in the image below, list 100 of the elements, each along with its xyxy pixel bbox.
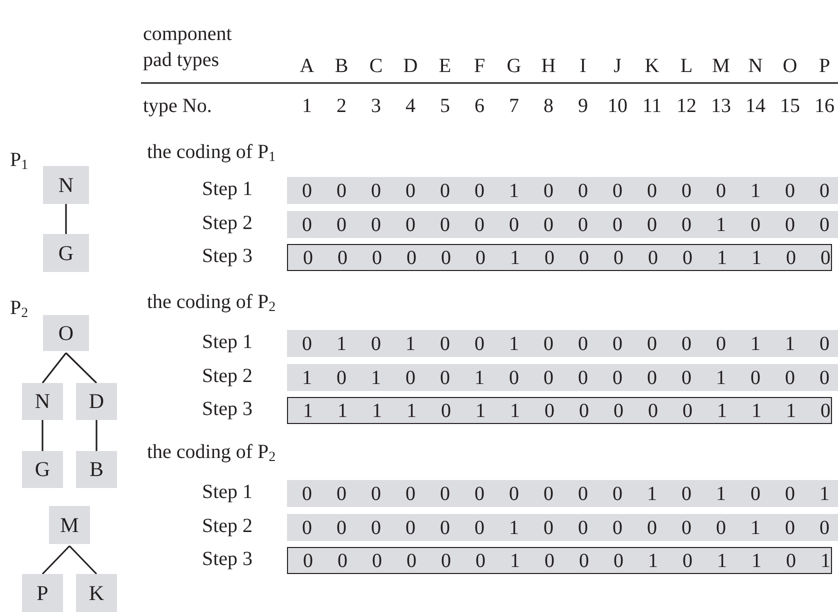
- tree-node-box: P: [22, 574, 63, 612]
- code-digit: 1: [820, 550, 830, 570]
- tree-node-box: G: [43, 234, 89, 272]
- code-digit: 0: [647, 518, 657, 538]
- code-digit: 0: [440, 214, 450, 234]
- tree-node-box: M: [49, 506, 90, 544]
- code-digit: 0: [440, 334, 450, 354]
- code-digit: 0: [509, 368, 519, 388]
- code-digit: 0: [474, 518, 484, 538]
- step-label: Step 1: [202, 332, 253, 352]
- pad-type-letter: A: [300, 56, 314, 76]
- pad-type-letter: K: [644, 56, 660, 76]
- code-digit: 0: [682, 248, 692, 268]
- code-digit: 1: [406, 334, 416, 354]
- code-digit: 1: [716, 484, 726, 504]
- framed-code-row: [287, 397, 832, 424]
- code-digit: 0: [509, 484, 519, 504]
- code-digit: 0: [579, 550, 589, 570]
- code-digit: 0: [750, 368, 760, 388]
- code-digit: 1: [716, 368, 726, 388]
- code-digit: 0: [474, 180, 484, 200]
- code-digit: 1: [510, 550, 520, 570]
- tree-node-box: G: [22, 451, 63, 488]
- code-digit: 0: [338, 248, 348, 268]
- code-digit: 1: [786, 400, 796, 420]
- step-label: Step 3: [202, 549, 253, 569]
- tree-title: P$_{1}$: [10, 150, 28, 170]
- pad-type-letter: D: [403, 56, 418, 76]
- code-digit: 0: [647, 334, 657, 354]
- code-digit: 1: [752, 248, 762, 268]
- code-digit: 0: [372, 248, 382, 268]
- code-digit: 0: [785, 368, 795, 388]
- code-digit: 0: [441, 550, 451, 570]
- code-row-bar: [287, 480, 838, 507]
- code-digit: 0: [476, 248, 486, 268]
- code-digit: 0: [440, 484, 450, 504]
- code-digit: 0: [474, 334, 484, 354]
- code-digit: 0: [578, 368, 588, 388]
- code-digit: 1: [509, 518, 519, 538]
- code-digit: 0: [612, 484, 622, 504]
- code-digit: 0: [820, 180, 830, 200]
- code-digit: 0: [336, 214, 346, 234]
- code-row-bar: [287, 514, 838, 541]
- tree-title: P$_{2}$: [10, 298, 28, 318]
- code-digit: 0: [820, 214, 830, 234]
- code-digit: 0: [612, 368, 622, 388]
- code-digit: 0: [371, 180, 381, 200]
- type-number: 1: [302, 96, 312, 116]
- code-digit: 0: [302, 484, 312, 504]
- code-digit: 1: [820, 484, 830, 504]
- section-heading: the coding of P$_{1}$: [147, 142, 276, 162]
- code-digit: 0: [302, 518, 312, 538]
- section-heading: the coding of P$_{2}$: [147, 292, 276, 312]
- code-digit: 0: [647, 214, 657, 234]
- code-digit: 0: [406, 368, 416, 388]
- type-number: 13: [711, 96, 731, 116]
- code-digit: 0: [441, 248, 451, 268]
- code-row-bar: [287, 177, 838, 204]
- code-digit: 1: [648, 550, 658, 570]
- code-digit: 1: [406, 400, 416, 420]
- code-digit: 1: [336, 334, 346, 354]
- type-number: 4: [406, 96, 416, 116]
- pad-type-letter: L: [680, 56, 693, 76]
- code-digit: 0: [336, 180, 346, 200]
- code-digit: 0: [578, 484, 588, 504]
- pad-type-letter: M: [712, 56, 730, 76]
- code-digit: 1: [509, 180, 519, 200]
- code-digit: 1: [302, 368, 312, 388]
- connector-line: [68, 545, 98, 575]
- code-digit: 0: [372, 550, 382, 570]
- code-digit: 0: [406, 248, 416, 268]
- type-number: 10: [608, 96, 628, 116]
- code-digit: 0: [785, 518, 795, 538]
- code-digit: 0: [336, 484, 346, 504]
- code-digit: 0: [474, 214, 484, 234]
- type-number: 3: [371, 96, 381, 116]
- type-number: 11: [642, 96, 662, 116]
- code-digit: 0: [820, 518, 830, 538]
- code-digit: 0: [406, 550, 416, 570]
- code-digit: 0: [612, 180, 622, 200]
- code-digit: 1: [510, 248, 520, 268]
- code-digit: 0: [441, 400, 451, 420]
- code-digit: 0: [750, 484, 760, 504]
- code-digit: 0: [682, 368, 692, 388]
- code-digit: 0: [682, 518, 692, 538]
- pad-type-letter: N: [748, 56, 763, 76]
- type-number: 15: [780, 96, 800, 116]
- framed-code-row: [287, 547, 832, 574]
- code-digit: 0: [648, 400, 658, 420]
- connector-line: [42, 420, 44, 451]
- code-digit: 1: [717, 400, 727, 420]
- code-digit: 0: [614, 550, 624, 570]
- code-digit: 0: [820, 248, 830, 268]
- row-heading: type No.: [143, 96, 212, 116]
- type-number: 8: [544, 96, 554, 116]
- tree-node-box: K: [76, 574, 117, 612]
- code-digit: 0: [682, 214, 692, 234]
- code-digit: 0: [476, 550, 486, 570]
- code-digit: 1: [371, 368, 381, 388]
- tree-node-box: O: [43, 315, 89, 351]
